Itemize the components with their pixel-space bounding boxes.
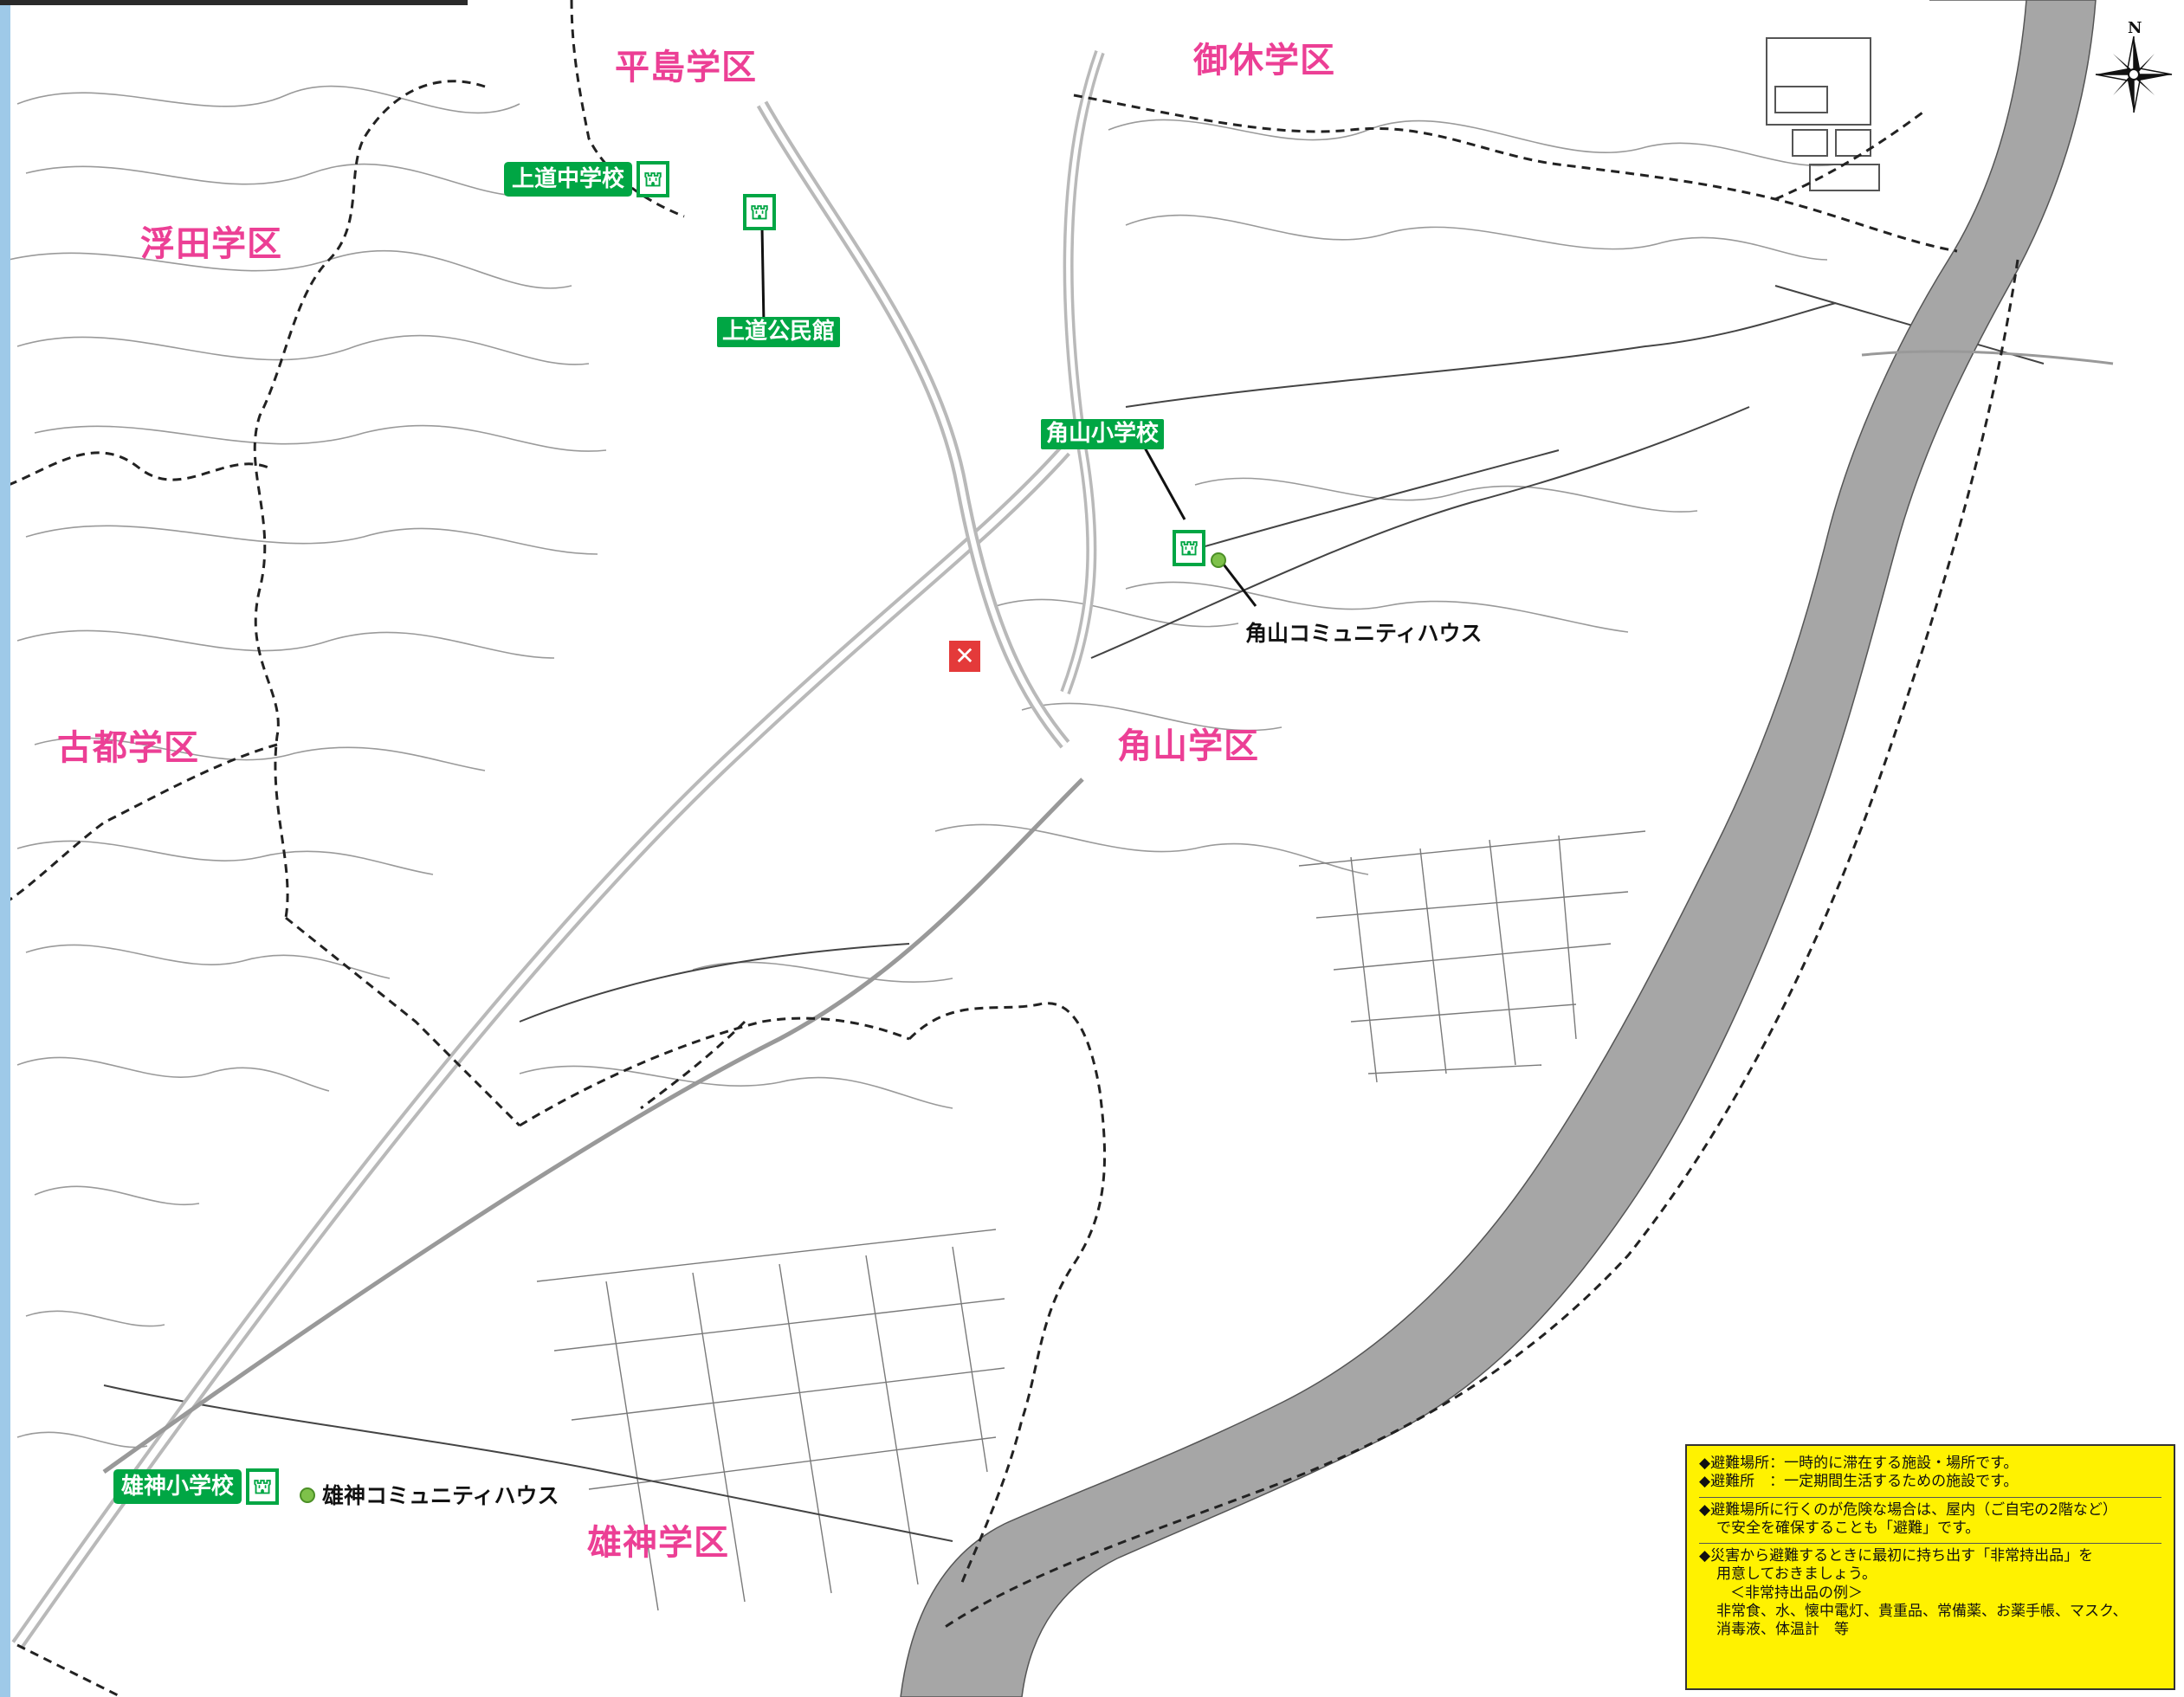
- district-label-ukita: 浮田学区: [140, 224, 282, 264]
- contour-lines: [8, 85, 1837, 1449]
- legend-section-indoor: ◆避難場所に行くのが危険な場合は、屋内（ご自宅の2階など） で安全を確保すること…: [1699, 1496, 2161, 1544]
- highways: [11, 49, 1105, 1649]
- district-label-koto: 古都学区: [57, 728, 199, 768]
- legend-line: ◆災害から避難するときに最初に持ち出す「非常持出品」を: [1699, 1547, 2094, 1565]
- local-roads: [103, 285, 2045, 1542]
- industrial-site: [1766, 37, 1880, 191]
- legend-line: で安全を確保することも「避難」です。: [1716, 1519, 1980, 1537]
- compass-north-label: N: [2128, 19, 2142, 37]
- leader-lines: [760, 226, 1257, 607]
- compass-rose-icon: [2095, 35, 2173, 113]
- river: [900, 0, 2097, 1697]
- map-frame-top: [0, 0, 468, 5]
- field-grid: [536, 830, 1646, 1611]
- legend-line: 非常食、水、懐中電灯、貴重品、常備薬、お薬手帳、マスク、: [1716, 1602, 2128, 1620]
- facility-label-kamimichi-hall[interactable]: 上道公民館: [717, 317, 841, 347]
- legend-line: ◆避難所 ：一定期間生活するための施設です。: [1699, 1473, 2019, 1491]
- shelter-icon: ⛫: [246, 1468, 280, 1505]
- district-label-hirashima: 平島学区: [615, 48, 757, 87]
- shelter-icon[interactable]: ⛫: [743, 194, 776, 230]
- facility-kamimichi-jhs[interactable]: 上道中学校 ⛫: [507, 161, 670, 197]
- shelter-icon: ⛫: [636, 161, 670, 197]
- bridge-road: [1861, 350, 2114, 365]
- district-boundaries: [8, 0, 2019, 1697]
- facility-label: 雄神小学校: [116, 1471, 240, 1502]
- district-label-ogami: 雄神学区: [587, 1523, 729, 1563]
- district-label-goyasumi: 御休学区: [1193, 41, 1335, 81]
- legend-section-supplies: ◆災害から避難するときに最初に持ち出す「非常持出品」を 用意しておきましょう。 …: [1699, 1543, 2161, 1644]
- district-label-kazuyama: 角山学区: [1117, 726, 1259, 766]
- community-house-dot[interactable]: [1211, 552, 1226, 568]
- legend-section-definitions: ◆避難場所：一時的に滞在する施設・場所です。 ◆避難所 ：一定期間生活するための…: [1699, 1451, 2161, 1497]
- legend-line: ◆避難場所に行くのが危険な場合は、屋内（ご自宅の2階など）: [1699, 1500, 2117, 1519]
- facility-label: 上道中学校: [507, 164, 630, 195]
- crossed-out-icon: ✕: [949, 641, 980, 672]
- facility-ogami-es[interactable]: 雄神小学校 ⛫: [116, 1468, 280, 1505]
- legend-box: ◆避難場所：一時的に滞在する施設・場所です。 ◆避難所 ：一定期間生活するための…: [1685, 1444, 2175, 1690]
- legend-line: ＜非常持出品の例＞: [1730, 1584, 1863, 1602]
- legend-line: 用意しておきましょう。: [1716, 1565, 1877, 1584]
- facility-label-ogami-community[interactable]: 雄神コミュニティハウス: [320, 1479, 561, 1510]
- legend-line: 消毒液、体温計 等: [1716, 1621, 1849, 1638]
- facility-label-kazuyama-es[interactable]: 角山小学校: [1041, 419, 1165, 449]
- legend-line: ◆避難場所：一時的に滞在する施設・場所です。: [1699, 1455, 2019, 1472]
- community-house-dot[interactable]: [300, 1487, 315, 1503]
- facility-label-kazuyama-community[interactable]: 角山コミュニティハウス: [1244, 616, 1484, 648]
- map-frame-left: [0, 0, 10, 1697]
- shelter-icon[interactable]: ⛫: [1173, 530, 1205, 566]
